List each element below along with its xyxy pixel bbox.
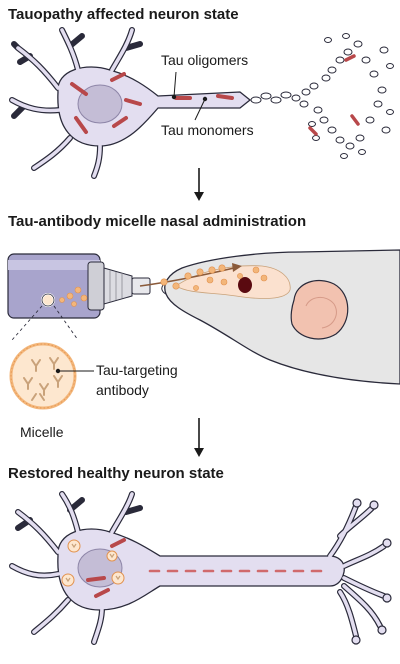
mouse-eye [238,277,252,293]
panel-title-restored: Restored healthy neuron state [8,465,224,482]
nasal-device [7,253,151,319]
micelle-zoom [9,342,94,410]
label-tau-monomers: Tau monomers [161,122,254,138]
mouse-ear [290,279,349,340]
label-tau-oligomers: Tau oligomers [161,52,249,68]
label-tau-targeting: Tau-targeting [96,362,178,378]
nucleus [77,84,123,124]
micelles-in-soma [61,539,125,587]
tau-oligomers [70,72,234,134]
label-micelle: Micelle [20,424,64,440]
label-antibody: antibody [96,382,149,398]
panel-title-tauopathy: Tauopathy affected neuron state [8,6,239,23]
panel-title-nasal-administration: Tau-antibody micelle nasal administratio… [8,213,307,230]
fragmented-axon [250,33,394,159]
micelle-particles [160,264,268,291]
